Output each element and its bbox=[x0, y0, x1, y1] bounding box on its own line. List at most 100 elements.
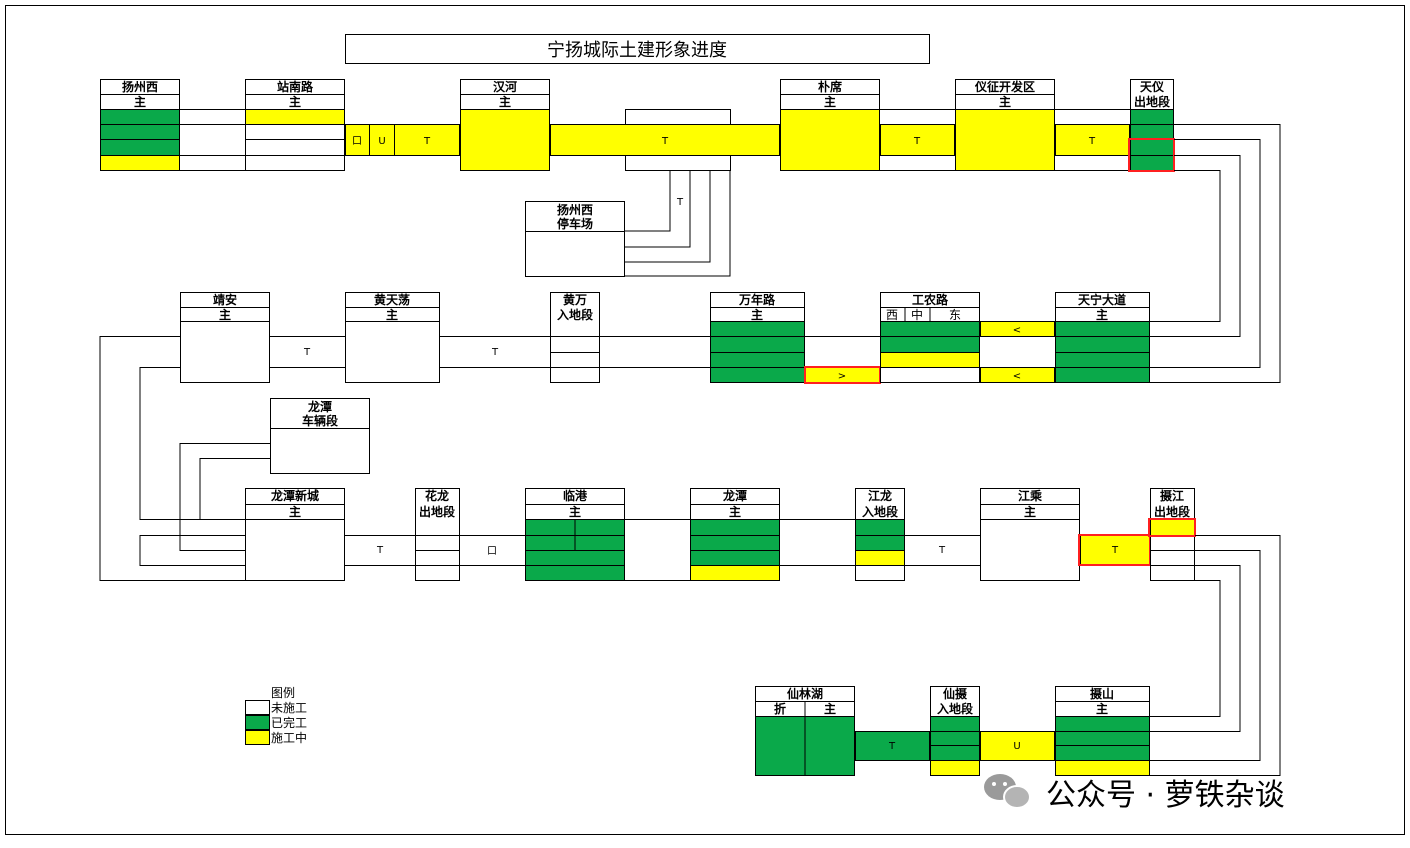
section-huangtiandang-huangwan: T bbox=[440, 336, 550, 368]
section-xianlinhu-xianshe: T bbox=[855, 731, 930, 761]
code-u: U bbox=[378, 136, 385, 147]
section-puxi-yizheng: T bbox=[880, 109, 955, 171]
depot-name: 扬州西 bbox=[557, 202, 593, 217]
legend: 图例 未施工 已完工 施工中 bbox=[245, 686, 307, 745]
station-name: 靖安 bbox=[213, 292, 237, 307]
legend-swatch-done bbox=[245, 715, 270, 730]
code-left: < bbox=[1013, 371, 1021, 382]
station-name: 江乘 bbox=[1018, 488, 1042, 503]
section-hualong-lingang: 口 bbox=[460, 535, 525, 566]
section-lingang-longtan bbox=[625, 519, 690, 581]
station-puxi: 朴席 主 bbox=[780, 79, 880, 171]
station-shejiang: 摄江 出地段 bbox=[1148, 488, 1196, 581]
code-t: T bbox=[1111, 545, 1119, 556]
station-sub: 主 bbox=[289, 94, 301, 109]
station-sub: 出地段 bbox=[419, 504, 456, 519]
code-t: T bbox=[1088, 136, 1096, 147]
station-sub: 主 bbox=[1024, 504, 1036, 519]
station-tianyi: 天仪 出地段 bbox=[1128, 79, 1175, 172]
section-wannianlu-gongnonglu: > bbox=[804, 336, 881, 384]
depot-connector-yangzhouxi: T T bbox=[550, 109, 780, 277]
legend-swatch-todo bbox=[245, 700, 270, 715]
station-sheshan: 摄山 主 bbox=[1055, 686, 1150, 776]
section-longtan-jianglong bbox=[780, 519, 855, 566]
code-right: > bbox=[838, 371, 846, 382]
section-huangwan-wannianlu bbox=[600, 336, 710, 368]
station-huangwan: 黄万 入地段 bbox=[550, 292, 600, 383]
station-name: 摄江 bbox=[1160, 488, 1184, 503]
code-u: U bbox=[1013, 741, 1020, 752]
station-sub: 主 bbox=[1096, 307, 1108, 322]
code-left: < bbox=[1013, 325, 1021, 336]
station-tianning: 天宁大道 主 bbox=[1055, 292, 1150, 383]
station-name: 摄山 bbox=[1090, 686, 1114, 701]
loop-row3-row4 bbox=[1150, 535, 1281, 776]
station-jiangcheng: 江乘 主 bbox=[980, 488, 1080, 581]
station-name: 龙潭 bbox=[723, 488, 747, 503]
station-name: 花龙 bbox=[425, 488, 449, 503]
station-longtan: 龙潭 主 bbox=[690, 488, 780, 581]
part-main: 主 bbox=[824, 701, 836, 716]
station-hanhe: 汉河 主 bbox=[460, 79, 550, 171]
station-lingang: 临港 主 bbox=[525, 488, 625, 581]
loop-row1-row2 bbox=[1150, 124, 1281, 383]
station-name: 工农路 bbox=[912, 292, 949, 307]
station-name: 天仪 bbox=[1140, 80, 1165, 94]
station-name: 站南路 bbox=[277, 79, 314, 94]
title-text: 宁扬城际土建形象进度 bbox=[547, 40, 727, 61]
station-name: 临港 bbox=[563, 488, 588, 503]
station-sub: 主 bbox=[569, 504, 581, 519]
station-sub: 主 bbox=[499, 94, 511, 109]
station-name: 天宁大道 bbox=[1078, 292, 1126, 307]
station-sub: 主 bbox=[999, 94, 1011, 109]
wechat-icon bbox=[984, 774, 1031, 809]
legend-heading: 图例 bbox=[271, 686, 295, 700]
station-yizheng: 仪征开发区 主 bbox=[955, 79, 1055, 171]
page-frame bbox=[5, 5, 1405, 835]
code-t: T bbox=[913, 136, 921, 147]
watermark-text: 公众号 · 萝铁杂谈 bbox=[1046, 778, 1285, 813]
legend-label-done: 已完工 bbox=[271, 715, 307, 730]
code-kou: 口 bbox=[352, 136, 362, 147]
section-xianshe-sheshan: U bbox=[980, 731, 1055, 761]
code-t: T bbox=[676, 197, 684, 208]
section-jingan-huangtiandang: T bbox=[270, 336, 345, 368]
depot-yangzhouxi: 扬州西 停车场 bbox=[525, 201, 625, 277]
code-t: T bbox=[491, 347, 499, 358]
station-huangtiandang: 黄天荡 主 bbox=[345, 292, 440, 383]
station-longtanxincheng: 龙潭新城 主 bbox=[245, 488, 345, 581]
code-kou: 口 bbox=[487, 546, 497, 557]
section-yizheng-tianyi: T bbox=[1055, 109, 1130, 171]
station-sub: 出地段 bbox=[1134, 94, 1171, 109]
station-name: 黄万 bbox=[563, 292, 587, 307]
station-sub: 主 bbox=[1096, 701, 1108, 716]
watermark: 公众号 · 萝铁杂谈 bbox=[984, 774, 1285, 813]
station-name: 仙林湖 bbox=[787, 686, 823, 701]
part-middle: 中 bbox=[911, 307, 923, 322]
section-longtanxincheng-hualong: T bbox=[345, 535, 415, 566]
station-name: 仙摄 bbox=[943, 686, 968, 701]
code-t: T bbox=[376, 545, 384, 556]
station-sub: 主 bbox=[751, 307, 763, 322]
station-sub: 主 bbox=[289, 504, 301, 519]
station-sub: 主 bbox=[134, 94, 146, 109]
depot-longtan: 龙潭 车辆段 bbox=[270, 398, 370, 474]
station-gongnonglu: 工农路 西 中 东 bbox=[880, 292, 980, 383]
station-sub: 主 bbox=[386, 307, 398, 322]
station-name: 龙潭新城 bbox=[271, 488, 319, 503]
station-xianshe: 仙摄 入地段 bbox=[930, 686, 980, 776]
station-name: 扬州西 bbox=[122, 79, 158, 94]
legend-label-inprogress: 施工中 bbox=[271, 730, 307, 745]
station-name: 汉河 bbox=[493, 79, 517, 94]
station-name: 朴席 bbox=[818, 79, 842, 94]
code-t: T bbox=[423, 136, 431, 147]
part-east: 东 bbox=[949, 308, 961, 322]
code-t: T bbox=[303, 347, 311, 358]
depot-name: 龙潭 bbox=[308, 399, 332, 414]
depot-sub: 车辆段 bbox=[302, 413, 339, 428]
station-name: 万年路 bbox=[738, 292, 776, 307]
station-name: 江龙 bbox=[868, 488, 892, 503]
section-jianglong-jiangcheng: T bbox=[905, 535, 980, 566]
station-hualong: 花龙 出地段 bbox=[415, 488, 460, 581]
